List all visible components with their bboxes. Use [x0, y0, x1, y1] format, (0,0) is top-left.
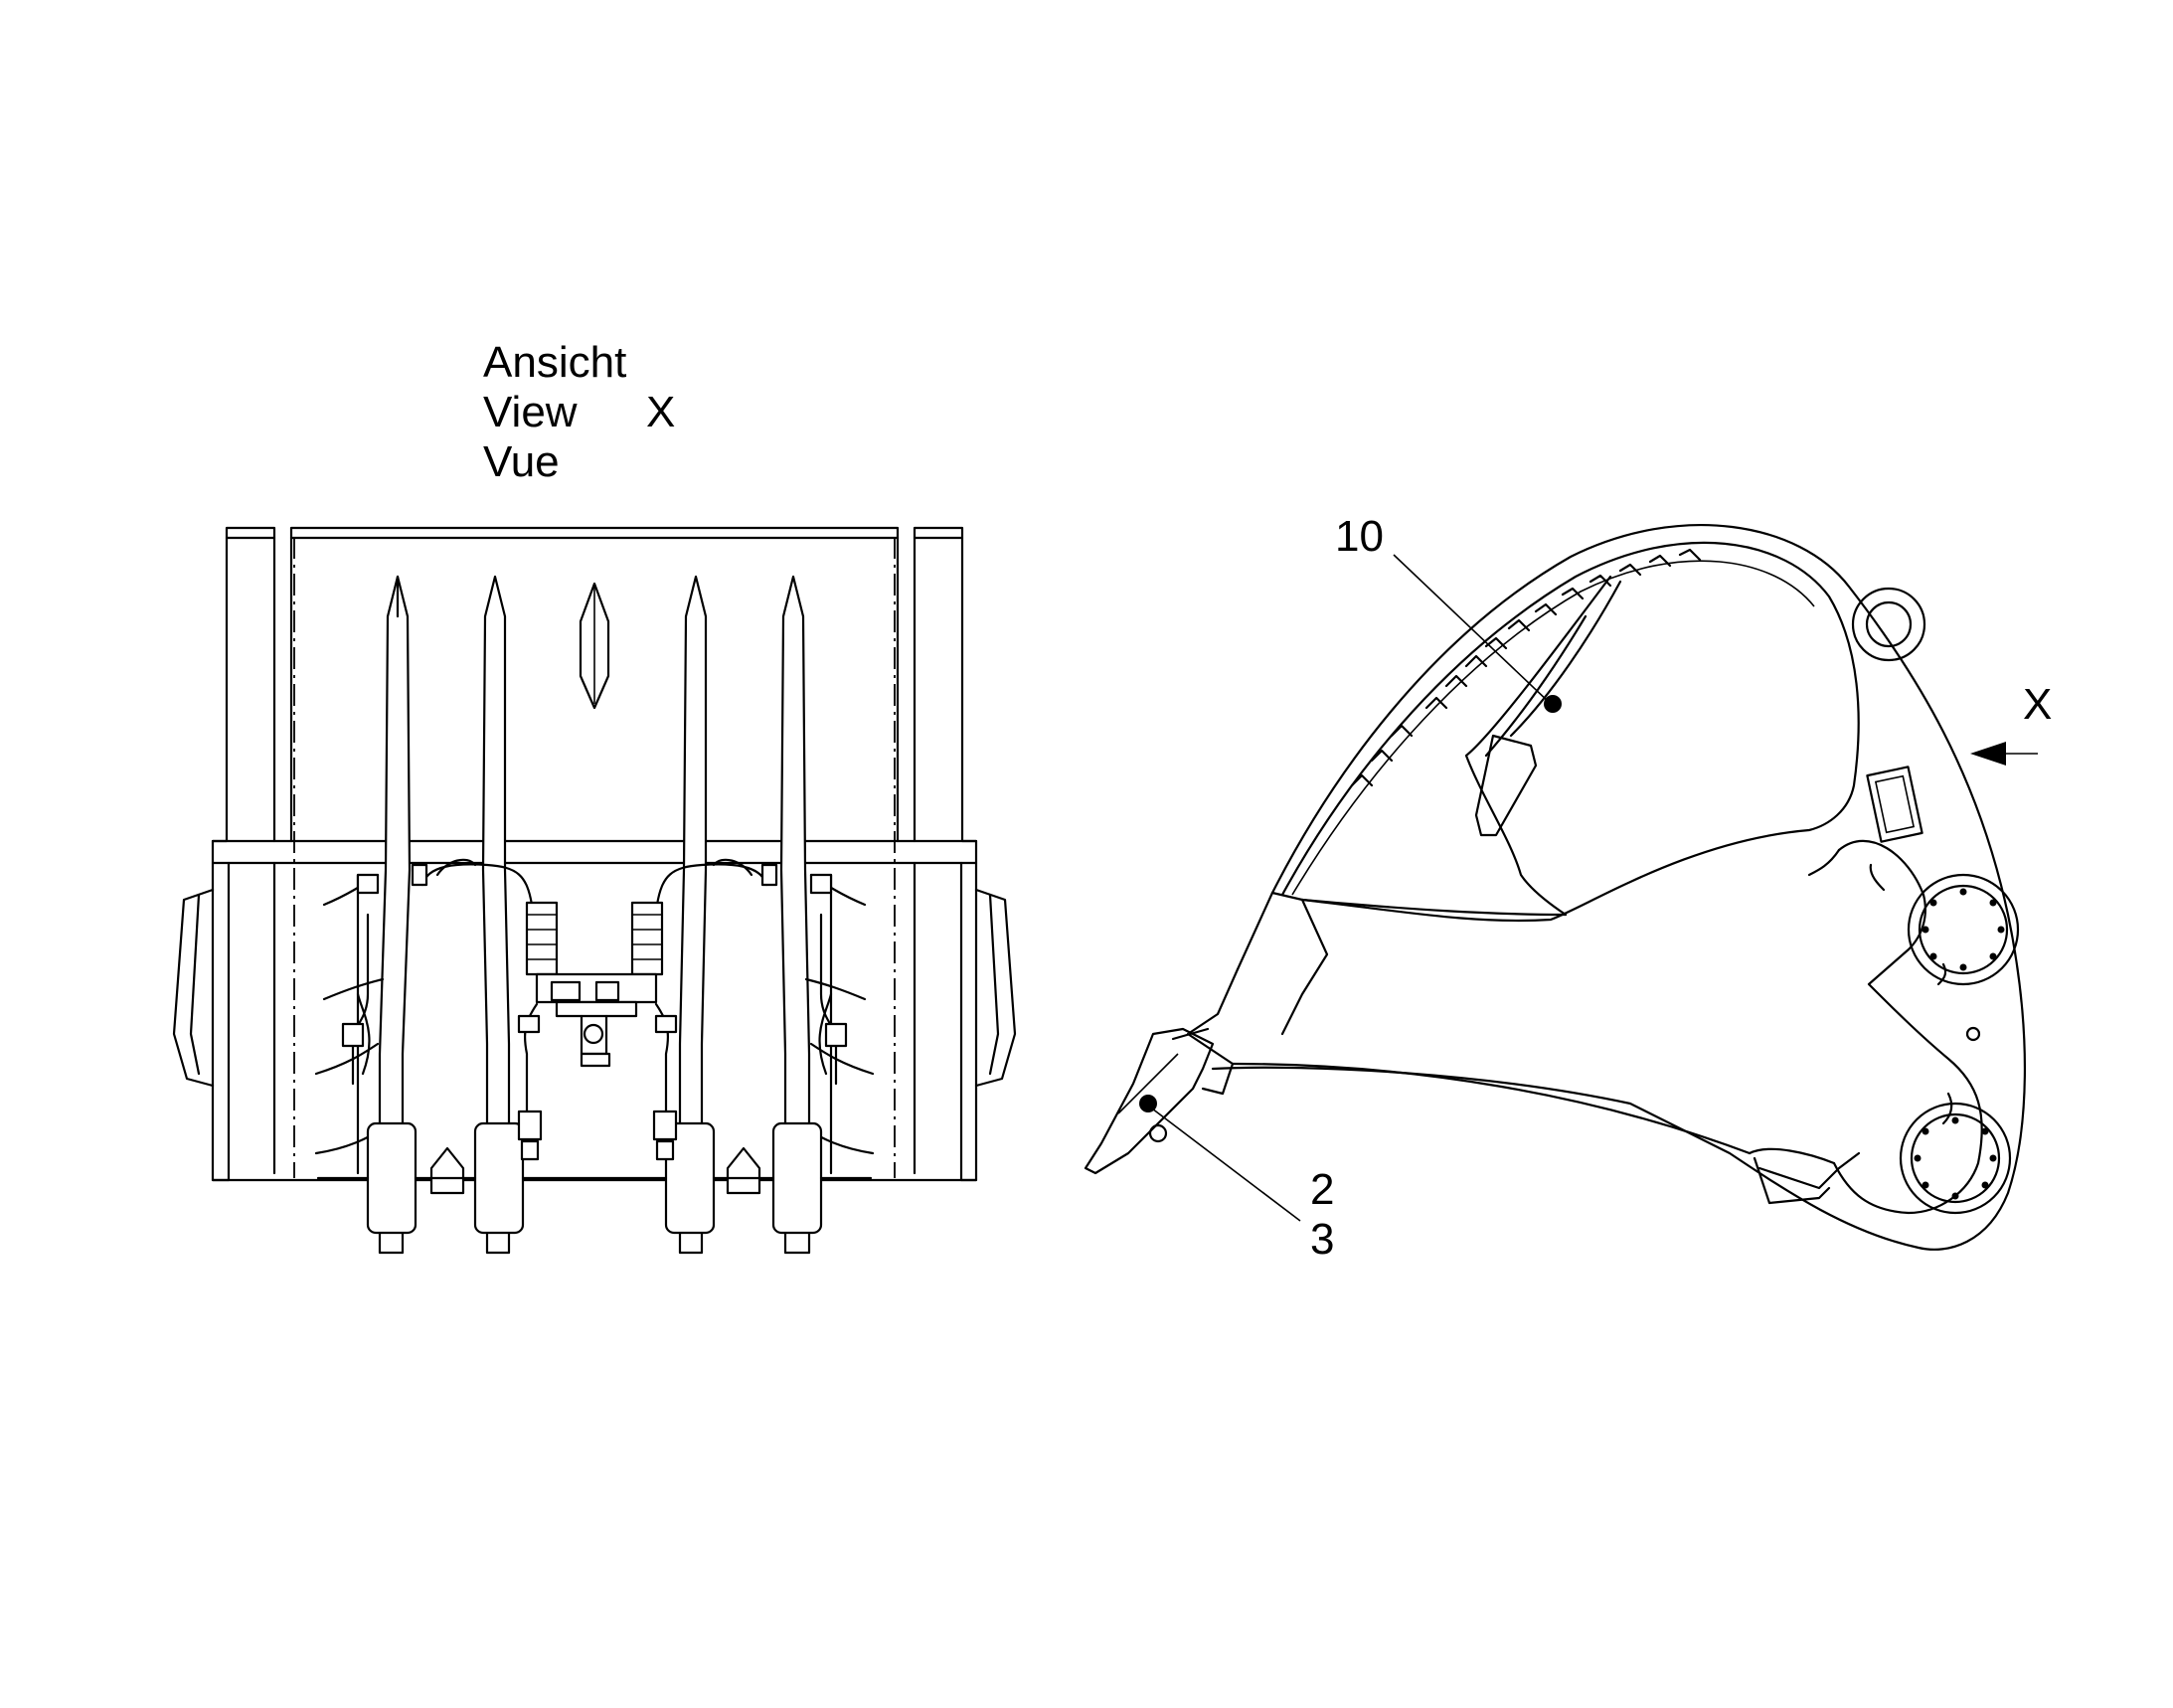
ripper-tine-2: [481, 575, 511, 1255]
leader-10: [1393, 554, 1562, 713]
pivot-pin-upper: [1907, 873, 2020, 986]
ripper-tine-4: [779, 575, 811, 1255]
view-caption-german: Ansicht: [483, 338, 627, 387]
callout-item-10: 10: [1335, 512, 1384, 561]
view-caption-english: View: [483, 388, 578, 436]
leader-2-3: [1139, 1095, 1301, 1222]
callout-item-2: 2: [1310, 1165, 1335, 1214]
view-arrow-label: X: [2023, 680, 2053, 729]
view-caption-french: Vue: [483, 437, 560, 486]
side-view-bucket: [1084, 524, 2027, 1251]
callout-item-3: 3: [1310, 1215, 1335, 1264]
front-view-bucket: [172, 526, 1017, 1255]
view-x-arrow: [1970, 742, 2038, 766]
ripper-tine-1: [378, 575, 412, 1255]
ripper-tine-3: [678, 575, 708, 1255]
view-caption-letter: X: [646, 388, 676, 436]
pivot-pin-lower: [1899, 1102, 2012, 1215]
